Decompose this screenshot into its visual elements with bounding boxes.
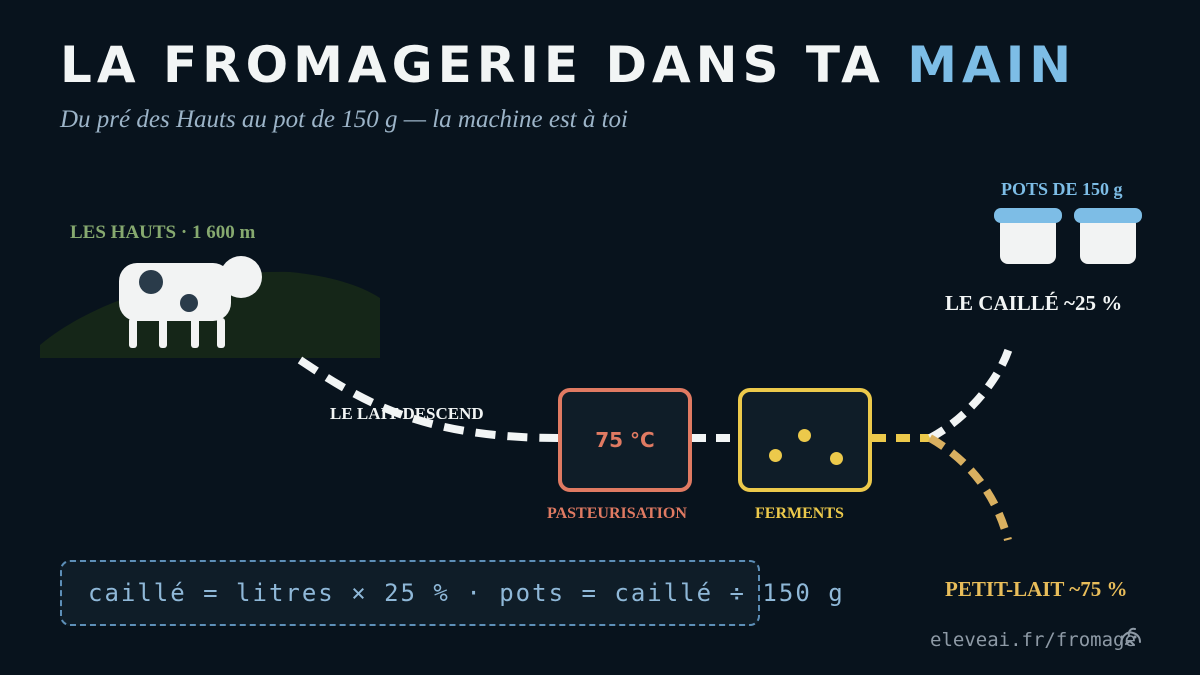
milk-flow-label: LE LAIT DESCEND (330, 404, 484, 423)
yogurt-pot-icon (1074, 208, 1142, 264)
pasteurisation-temperature: 75 °C (595, 428, 655, 452)
ferment-dot (769, 449, 782, 462)
whey-branch-path (928, 434, 1012, 542)
farm-label: LES HAUTS · 1 600 m (70, 222, 256, 243)
title-main: LA FROMAGERIE DANS TA (60, 36, 885, 94)
ferments-box (738, 388, 872, 492)
ferment-dot (798, 429, 811, 442)
footer-url[interactable]: eleveai.fr/fromage (930, 629, 1136, 651)
cow-icon (119, 256, 262, 348)
ferment-dot (830, 452, 843, 465)
formula-box: caillé = litres × 25 % · pots = caillé ÷… (60, 560, 843, 626)
whey-label: PETIT-LAIT ~75 % (945, 577, 1128, 601)
pasteurisation-box: 75 °C (558, 388, 692, 492)
pasteurisation-label: PASTEURISATION (547, 505, 687, 522)
page-title: LA FROMAGERIE DANS TA MAIN (60, 36, 1076, 94)
yogurt-pot-icon (994, 208, 1062, 264)
title-accent: MAIN (907, 36, 1077, 94)
curd-label: LE CAILLÉ ~25 % (945, 291, 1123, 315)
curd-branch-path (928, 343, 1014, 442)
ferments-label: FERMENTS (755, 505, 844, 522)
milk-flow-path (297, 356, 559, 442)
page-subtitle: Du pré des Hauts au pot de 150 g — la ma… (60, 106, 629, 133)
pots-label: POTS DE 150 g (1001, 179, 1123, 199)
mascot-icon (1120, 627, 1141, 646)
